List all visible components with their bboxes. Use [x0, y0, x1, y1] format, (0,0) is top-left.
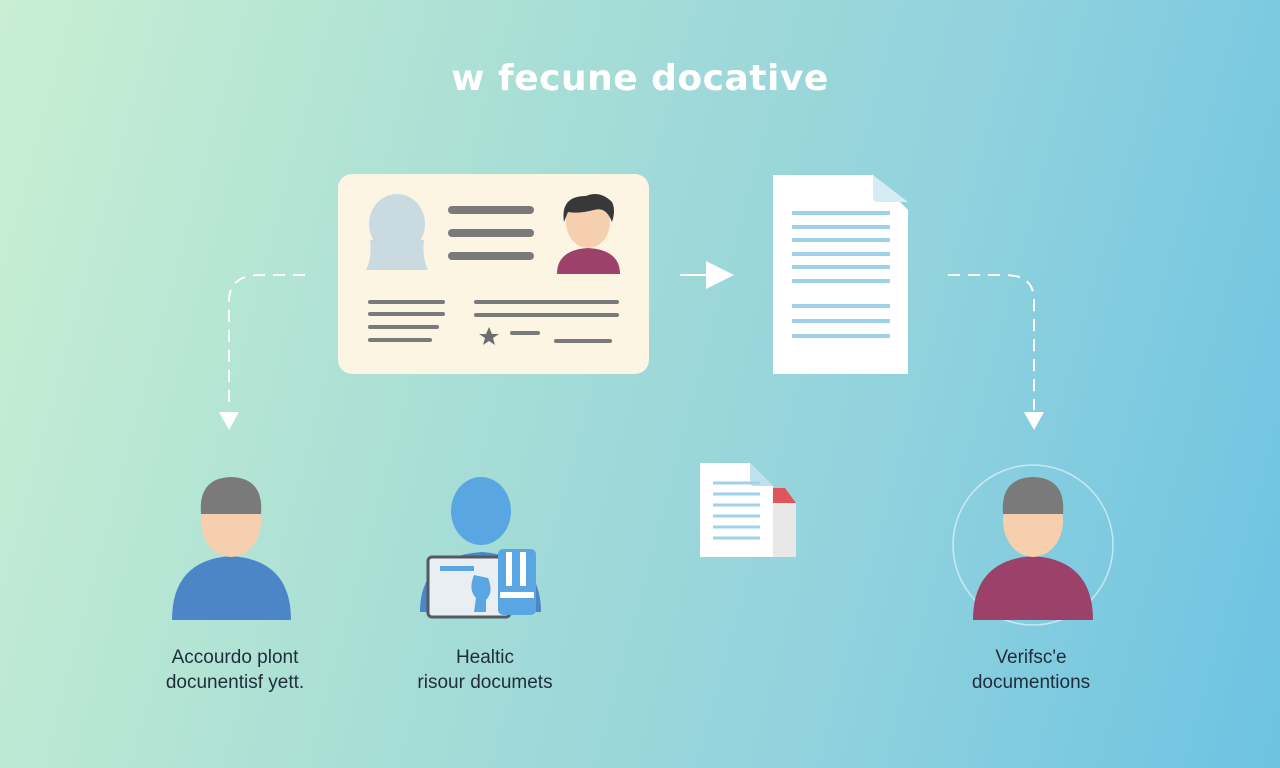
- label-right: Verifsc'e documentions: [916, 645, 1146, 695]
- label-middle-line2: risour documets: [417, 672, 553, 693]
- label-right-line2: documentions: [971, 672, 1091, 693]
- health-worker-icon: [420, 477, 541, 619]
- arrowhead-middle: [706, 261, 734, 289]
- card-lines-left: [368, 300, 445, 342]
- silhouette-icon: [366, 194, 428, 270]
- label-left-line2: docunentisf yett.: [165, 672, 305, 693]
- person-icon-right: [952, 464, 1114, 626]
- connector-left: [228, 274, 305, 410]
- star-icon: [479, 327, 499, 345]
- arrowhead-right: [1024, 412, 1044, 430]
- id-card: [338, 174, 649, 374]
- label-middle: Healtic risour documets: [370, 645, 600, 695]
- card-avatar-icon: [557, 194, 620, 274]
- label-left: Accourdo plont docunentisf yett.: [120, 645, 350, 695]
- connector-right: [948, 274, 1035, 410]
- connector-middle: [680, 261, 734, 289]
- card-lines-header: [448, 206, 534, 260]
- document-icon-large: [773, 175, 908, 374]
- card-lines-right: [474, 300, 619, 343]
- label-right-line1: Verifsc'e: [995, 647, 1067, 668]
- diagram-title: w fecune docative: [451, 58, 829, 99]
- arrowhead-left: [219, 412, 239, 430]
- label-left-line1: Accourdo plont: [171, 647, 299, 668]
- person-icon-left: [172, 477, 291, 620]
- document-icon-small: [700, 463, 796, 557]
- label-middle-line1: Healtic: [455, 647, 515, 668]
